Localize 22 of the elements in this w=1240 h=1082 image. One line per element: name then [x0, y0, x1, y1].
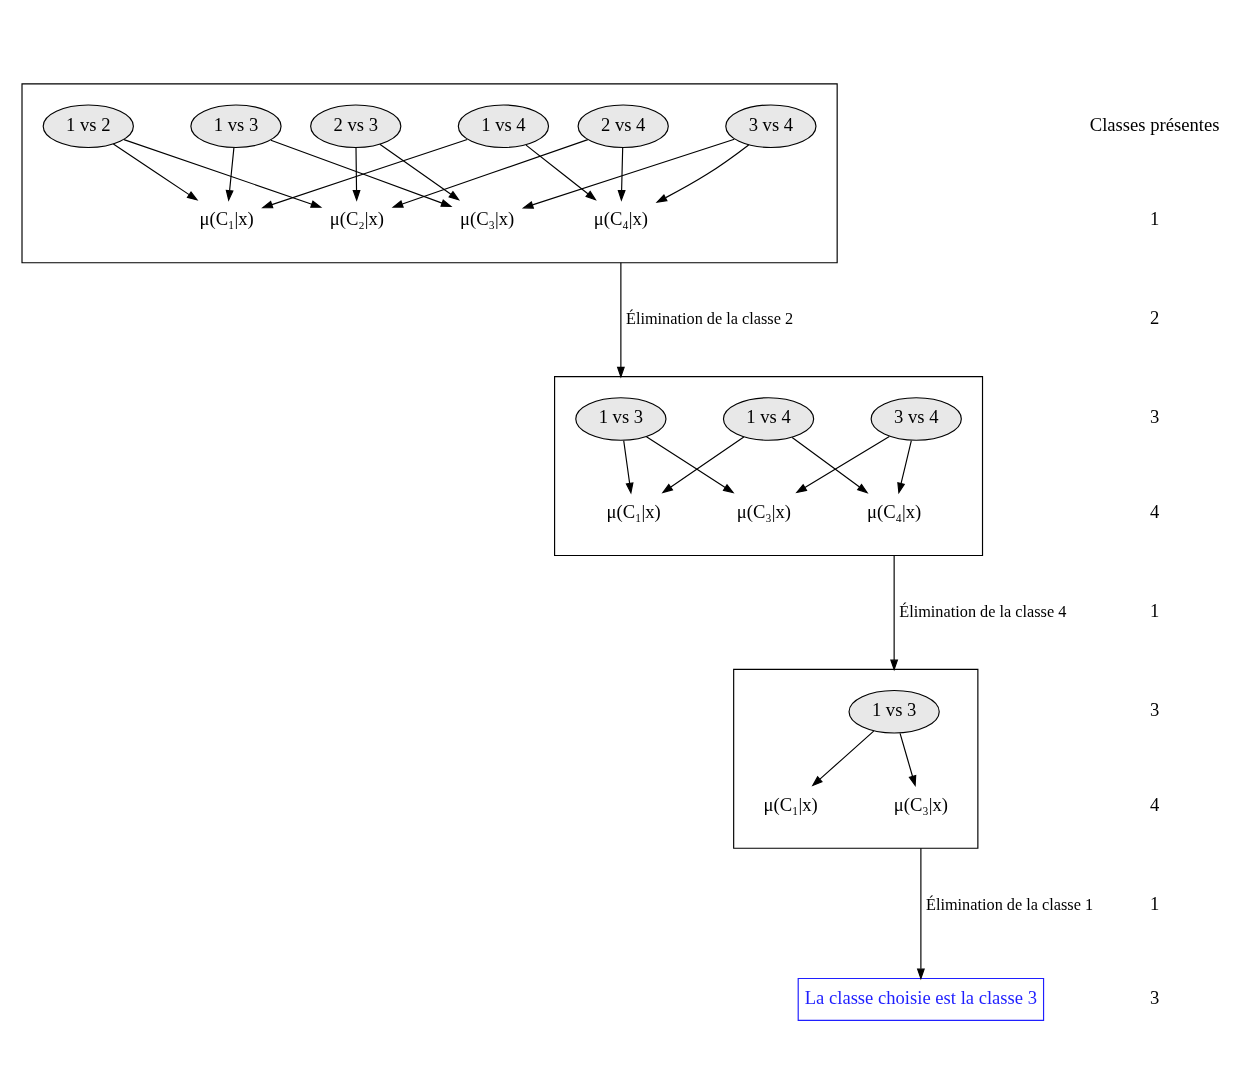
node-text: μ(C₁|x) [199, 207, 254, 229]
label: 4 [1149, 500, 1160, 522]
node-text: μ(C₃|x) [893, 793, 949, 815]
label: 3 [1149, 405, 1160, 427]
node-text: μ(C₃|x) [460, 207, 515, 229]
label: 1 [1149, 599, 1160, 621]
label: 2 [1149, 306, 1160, 328]
label: Classes présentes [1089, 113, 1220, 135]
label: 1 [1149, 207, 1160, 229]
label: 3 [1149, 698, 1160, 720]
label: 1 [1149, 892, 1160, 914]
node-text: μ(C₄|x) [593, 207, 649, 229]
label: 4 [1149, 793, 1160, 815]
node-text: μ(C₂|x) [329, 207, 385, 229]
edge-label: Élimination de la classe 4 [899, 602, 1067, 621]
node-text: μ(C₁|x) [763, 793, 818, 815]
edge-label: Élimination de la classe 2 [625, 309, 794, 328]
node-text: μ(C₄|x) [867, 500, 922, 522]
node-text: μ(C₁|x) [606, 500, 661, 522]
edge-label: Élimination de la classe 1 [925, 895, 1094, 914]
node-text: μ(C₃|x) [736, 500, 792, 522]
label: 3 [1149, 986, 1160, 1008]
